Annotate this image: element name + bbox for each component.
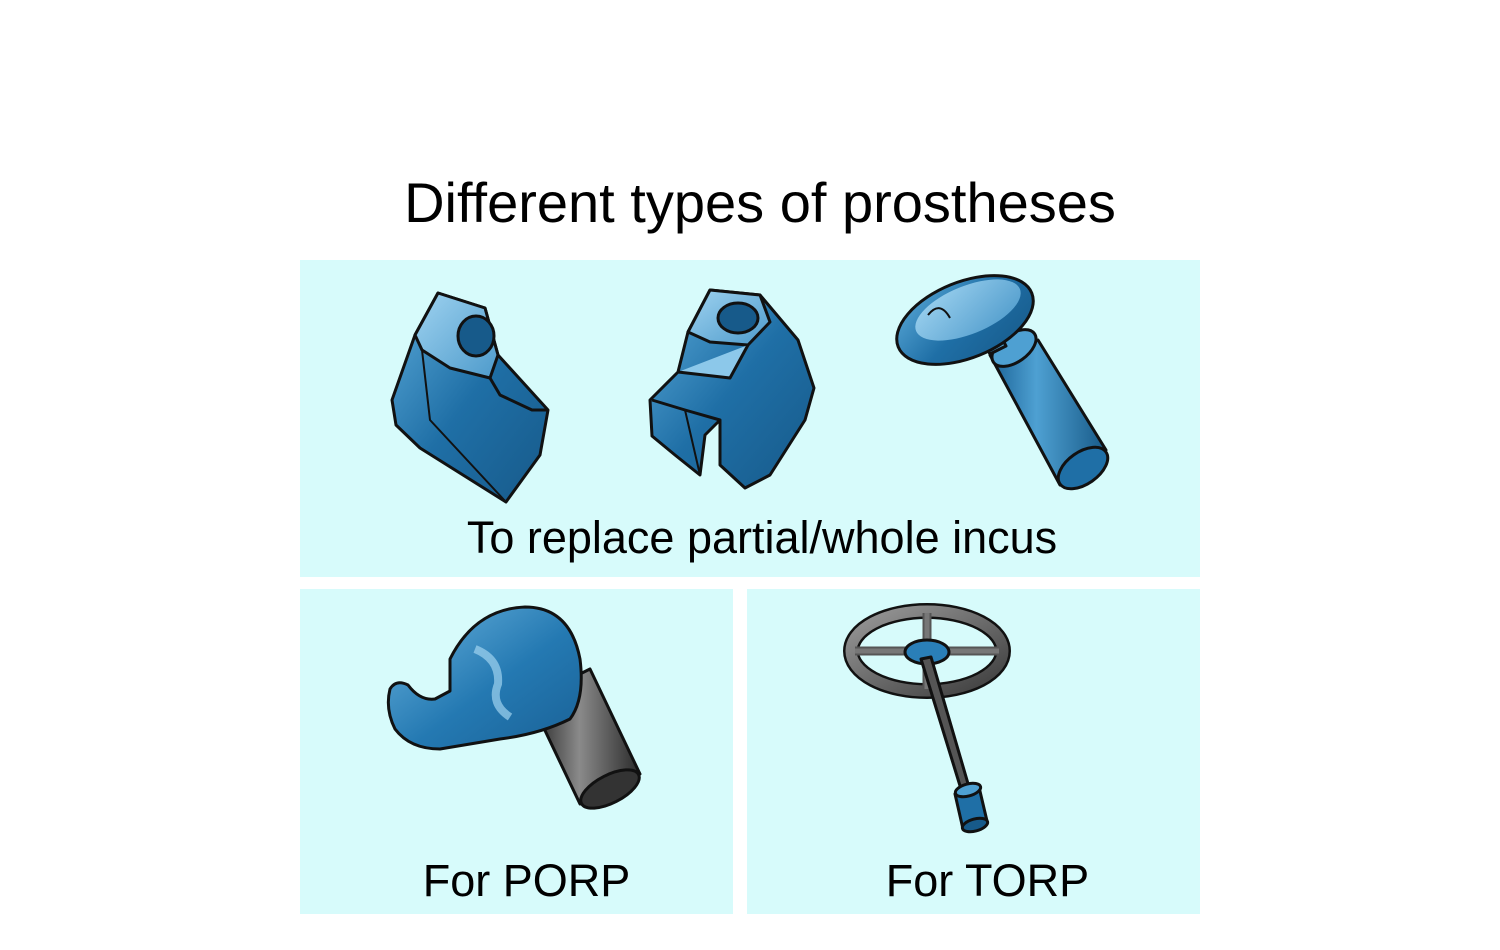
porp-figure [386, 605, 642, 810]
incus-prostheses-figure [390, 274, 1110, 504]
porp-prosthesis-icon [386, 605, 642, 810]
torp-panel: For TORP [747, 589, 1200, 914]
torp-prosthesis-icon [843, 603, 1011, 834]
incus-caption: To replace partial/whole incus [466, 512, 1058, 563]
diagram-title: Different types of prostheses [404, 171, 1116, 234]
incus-prostheses-panel: To replace partial/whole incus [300, 260, 1200, 577]
torp-figure [843, 603, 1011, 834]
incus-disc-prosthesis-icon [895, 274, 1110, 491]
incus-block-prosthesis-icon [390, 291, 550, 504]
torp-caption: For TORP [885, 855, 1090, 906]
incus-notched-prosthesis-icon [648, 288, 816, 490]
porp-caption: For PORP [422, 855, 631, 906]
porp-panel: For PORP [300, 589, 733, 914]
